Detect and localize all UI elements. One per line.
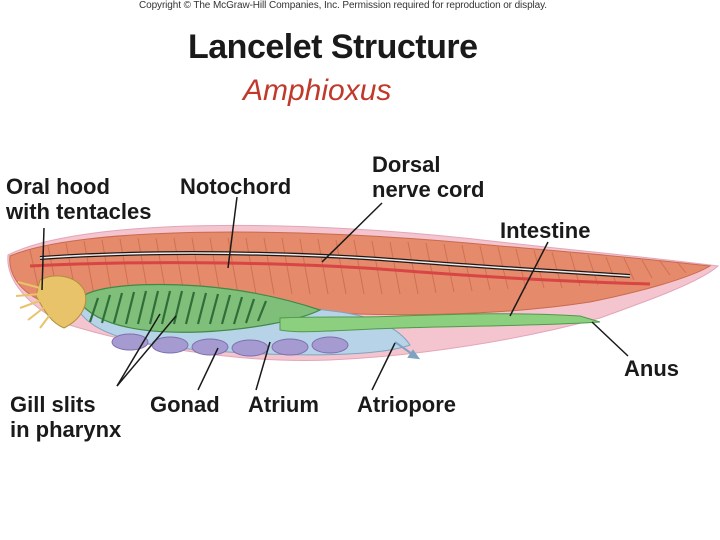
label-gonad: Gonad: [150, 392, 220, 417]
notochord: [29, 261, 651, 286]
label-oral-hood: Oral hood with tentacles: [6, 174, 151, 224]
gonads: [111, 333, 349, 357]
label-gill-slits-line2: in pharynx: [10, 417, 122, 442]
page-title: Lancelet Structure: [188, 28, 478, 66]
oral-tentacles: [15, 281, 53, 329]
atriopore-arrow: [394, 341, 421, 360]
label-intestine: Intestine: [500, 218, 591, 243]
label-dorsal-nerve-cord: Dorsal nerve cord: [372, 152, 485, 202]
copyright-notice: Copyright © The McGraw-Hill Companies, I…: [139, 0, 547, 11]
label-notochord: Notochord: [180, 174, 292, 199]
intestine: [279, 313, 601, 333]
label-atriopore: Atriopore: [357, 392, 456, 417]
label-dorsal-nerve-cord-line2: nerve cord: [372, 177, 485, 202]
page-subtitle: Amphioxus: [243, 74, 392, 107]
label-oral-hood-line1: Oral hood: [6, 174, 110, 199]
label-dorsal-nerve-cord-line1: Dorsal: [372, 152, 441, 177]
leader-lines: [41, 196, 629, 391]
label-oral-hood-line2: with tentacles: [6, 199, 152, 224]
label-atrium: Atrium: [248, 392, 319, 417]
oral-hood: [35, 275, 87, 329]
gill-slits: [88, 290, 268, 325]
label-gill-slits: Gill slits in pharynx: [10, 392, 121, 442]
label-anus: Anus: [624, 356, 679, 381]
label-gill-slits-line1: Gill slits: [10, 392, 96, 417]
